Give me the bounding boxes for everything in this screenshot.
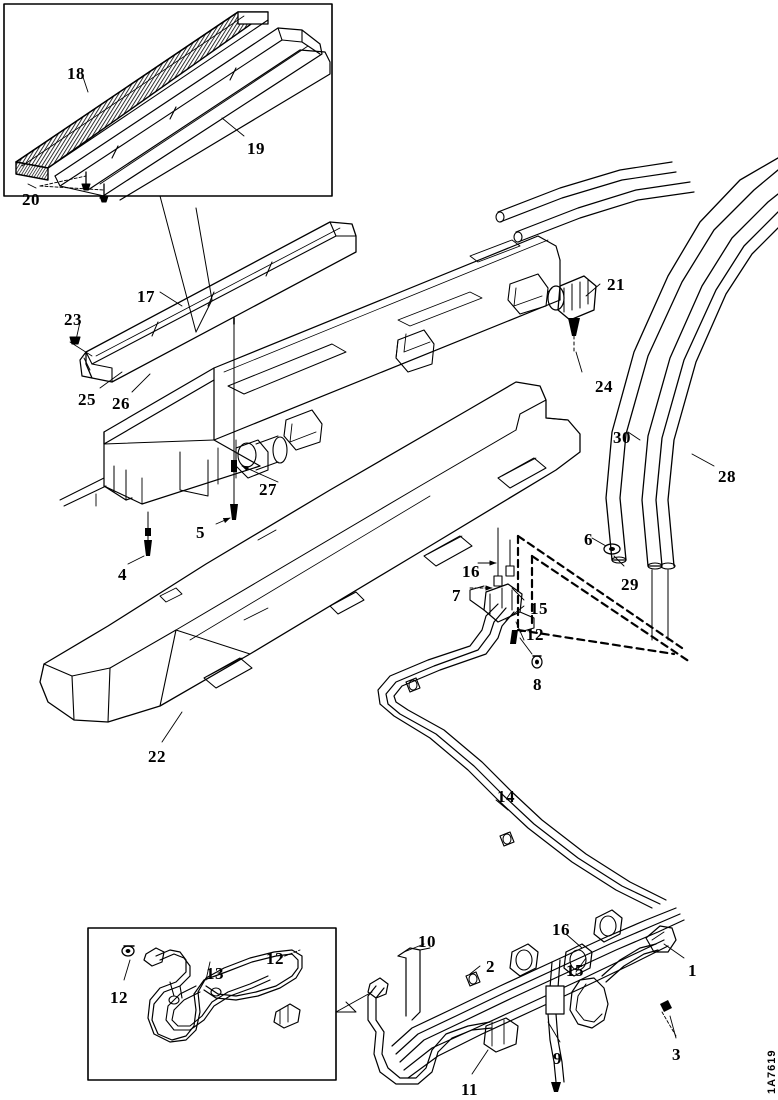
arrow-12: [510, 630, 518, 644]
callout-1: 1: [688, 961, 697, 980]
callout-6: 6: [584, 530, 593, 549]
leader-4: [127, 555, 145, 565]
callout-24: 24: [595, 377, 613, 396]
callout-25: 25: [78, 390, 96, 409]
callout-15-lower: 15: [566, 961, 584, 980]
hose-to-housing: [495, 161, 695, 243]
leader-10: [403, 943, 425, 953]
leader-15: [511, 587, 525, 601]
leader-26: [131, 373, 151, 393]
leader-15b: [505, 605, 525, 621]
callout-22: 22: [148, 747, 166, 766]
hvac-cover-22: [39, 381, 581, 723]
callout-18: 18: [67, 64, 85, 83]
fastener-5-27: [230, 317, 238, 520]
callout-12-detail-left: 12: [110, 988, 128, 1007]
callout-15: 15: [530, 599, 548, 618]
leader-28: [691, 453, 715, 467]
leader-30: [627, 431, 641, 441]
leader-8: [519, 637, 533, 655]
leader-21: [585, 283, 601, 297]
leader-5: [215, 517, 231, 525]
callout-23: 23: [64, 310, 82, 329]
leader-24: [575, 351, 583, 373]
detail-box-upper-frame: [3, 3, 333, 197]
callout-28: 28: [718, 467, 736, 486]
callout-14: 14: [497, 787, 515, 806]
callout-5: 5: [196, 523, 205, 542]
leader-12: [515, 621, 525, 641]
callout-21: 21: [607, 275, 625, 294]
leader-29: [613, 555, 625, 567]
callout-19: 19: [247, 139, 265, 158]
leader-2: [469, 965, 481, 975]
clamp-8: [531, 655, 543, 669]
callout-8: 8: [533, 675, 542, 694]
leader-20: [27, 183, 37, 189]
callout-16: 16: [462, 562, 480, 581]
callout-4: 4: [118, 565, 127, 584]
leader-13: [205, 961, 211, 981]
leader-1: [663, 943, 685, 959]
leader-22: [161, 711, 183, 743]
leader-9: [547, 1021, 561, 1043]
leader-11: [471, 1049, 489, 1075]
refrigerant-hose-bundle-28: [605, 157, 778, 641]
clip-20-leaders: [39, 171, 109, 203]
fastener-4: [144, 511, 152, 556]
leader-23b: [69, 341, 93, 357]
arrow-23: [69, 336, 81, 345]
detail-box-lower-frame: [87, 927, 337, 1081]
detail-pointer-upper: [159, 195, 197, 333]
callout-12-detail-right: 12: [266, 949, 284, 968]
blower-connector-21: [547, 275, 597, 321]
pipe-fitting-block: [469, 527, 535, 633]
wiring-harness-detail-13: [121, 945, 303, 1043]
callout-9: 9: [553, 1049, 562, 1068]
leader-18: [81, 73, 89, 93]
leader-15b2: [575, 957, 587, 973]
air-duct-17: [79, 221, 357, 383]
callout-26: 26: [112, 394, 130, 413]
callout-20: 20: [22, 190, 40, 209]
callout-2: 2: [486, 957, 495, 976]
hvac-housing-body: [59, 235, 561, 507]
leader-12c: [279, 949, 301, 959]
heater-core-18: [15, 11, 269, 181]
phantom-dashed-boundary: [516, 534, 692, 664]
evaporator-seal-19: [54, 27, 331, 201]
leader-6: [591, 537, 607, 547]
callout-27: 27: [259, 480, 277, 499]
leader-25: [99, 371, 123, 389]
callout-12: 12: [526, 625, 544, 644]
leader-27: [241, 465, 279, 483]
callout-3: 3: [672, 1045, 681, 1064]
figure-id: 1A7619: [766, 1049, 778, 1094]
leader-3: [669, 1015, 677, 1039]
leader-16b: [565, 933, 583, 949]
callout-13: 13: [206, 964, 224, 983]
washer-6: [603, 543, 621, 555]
callout-16-lower: 16: [552, 920, 570, 939]
callout-17: 17: [137, 287, 155, 306]
callout-30: 30: [613, 428, 631, 447]
detail-pointer-lower: [335, 991, 373, 1013]
callout-11: 11: [461, 1080, 479, 1099]
callout-10: 10: [418, 932, 436, 951]
heater-pipe-assembly-14: [377, 603, 667, 909]
callout-29: 29: [621, 575, 639, 594]
leader-12b: [123, 959, 131, 981]
leader-17: [159, 291, 183, 307]
lower-pipe-assembly: [367, 907, 685, 1092]
callout-7: 7: [452, 586, 461, 605]
leader-14: [495, 799, 509, 811]
leader-19: [221, 117, 245, 137]
screw-24: [568, 318, 580, 353]
